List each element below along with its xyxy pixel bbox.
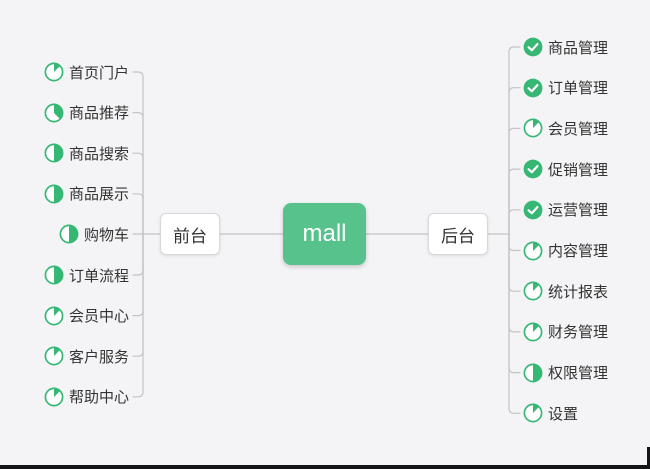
check-icon (523, 78, 543, 98)
topic-label: 权限管理 (548, 365, 609, 383)
topic-label: 财务管理 (548, 324, 609, 342)
progress-pie-icon (44, 387, 64, 407)
progress-pie-icon (44, 184, 64, 204)
progress-pie-icon (44, 306, 64, 326)
topic-label: 订单流程 (68, 267, 129, 285)
branch-node-backend[interactable]: 后台 (428, 213, 488, 255)
progress-pie-icon (44, 346, 64, 366)
branch-label: 后台 (441, 226, 475, 246)
progress-pie-icon (523, 241, 543, 261)
topic-label: 帮助中心 (68, 389, 129, 407)
progress-pie-icon (59, 224, 79, 244)
topic-label: 客户服务 (68, 348, 129, 366)
topic-back-8[interactable]: 财务管理 (523, 321, 608, 343)
topic-front-9[interactable]: 帮助中心 (44, 386, 129, 408)
topic-back-3[interactable]: 会员管理 (523, 117, 608, 139)
topic-back-7[interactable]: 统计报表 (523, 280, 608, 302)
topic-front-4[interactable]: 商品展示 (44, 183, 129, 205)
topic-label: 商品展示 (68, 186, 129, 204)
topic-back-1[interactable]: 商品管理 (523, 36, 608, 58)
topic-back-2[interactable]: 订单管理 (523, 77, 608, 99)
progress-pie-icon (523, 118, 543, 138)
topic-front-8[interactable]: 客户服务 (44, 345, 129, 367)
topic-back-9[interactable]: 权限管理 (523, 362, 608, 384)
topic-front-6[interactable]: 订单流程 (44, 264, 129, 286)
root-label: mall (302, 220, 347, 247)
topic-front-5[interactable]: 购物车 (59, 223, 129, 245)
progress-pie-icon (44, 265, 64, 285)
progress-pie-icon (44, 103, 64, 123)
topic-label: 设置 (548, 405, 579, 423)
progress-pie-icon (523, 322, 543, 342)
topic-label: 订单管理 (548, 80, 609, 98)
topic-label: 首页门户 (68, 64, 129, 82)
topic-front-7[interactable]: 会员中心 (44, 305, 129, 327)
topic-back-10[interactable]: 设置 (523, 402, 578, 424)
check-icon (523, 159, 543, 179)
progress-pie-icon (523, 403, 543, 423)
topic-label: 购物车 (83, 226, 129, 244)
check-icon (523, 200, 543, 220)
topic-label: 会员管理 (548, 120, 609, 138)
topic-label: 商品推荐 (68, 105, 129, 123)
topic-label: 商品搜索 (68, 145, 129, 163)
root-node-mall[interactable]: mall (283, 203, 366, 265)
topic-back-6[interactable]: 内容管理 (523, 240, 608, 262)
progress-pie-icon (523, 363, 543, 383)
branch-label: 前台 (173, 226, 207, 246)
topic-front-2[interactable]: 商品推荐 (44, 102, 129, 124)
topic-label: 商品管理 (548, 39, 609, 57)
branch-node-frontend[interactable]: 前台 (160, 213, 220, 255)
topic-label: 促销管理 (548, 161, 609, 179)
topic-front-1[interactable]: 首页门户 (44, 61, 129, 83)
topic-label: 会员中心 (68, 308, 129, 326)
progress-pie-icon (523, 281, 543, 301)
window-bottom-border (0, 465, 650, 469)
topic-label: 统计报表 (548, 283, 609, 301)
progress-pie-icon (44, 143, 64, 163)
progress-pie-icon (44, 62, 64, 82)
check-icon (523, 37, 543, 57)
topic-label: 运营管理 (548, 202, 609, 220)
topic-back-4[interactable]: 促销管理 (523, 158, 608, 180)
topic-back-5[interactable]: 运营管理 (523, 199, 608, 221)
window-corner-border (647, 447, 650, 469)
topic-front-3[interactable]: 商品搜索 (44, 142, 129, 164)
topic-label: 内容管理 (548, 243, 609, 260)
